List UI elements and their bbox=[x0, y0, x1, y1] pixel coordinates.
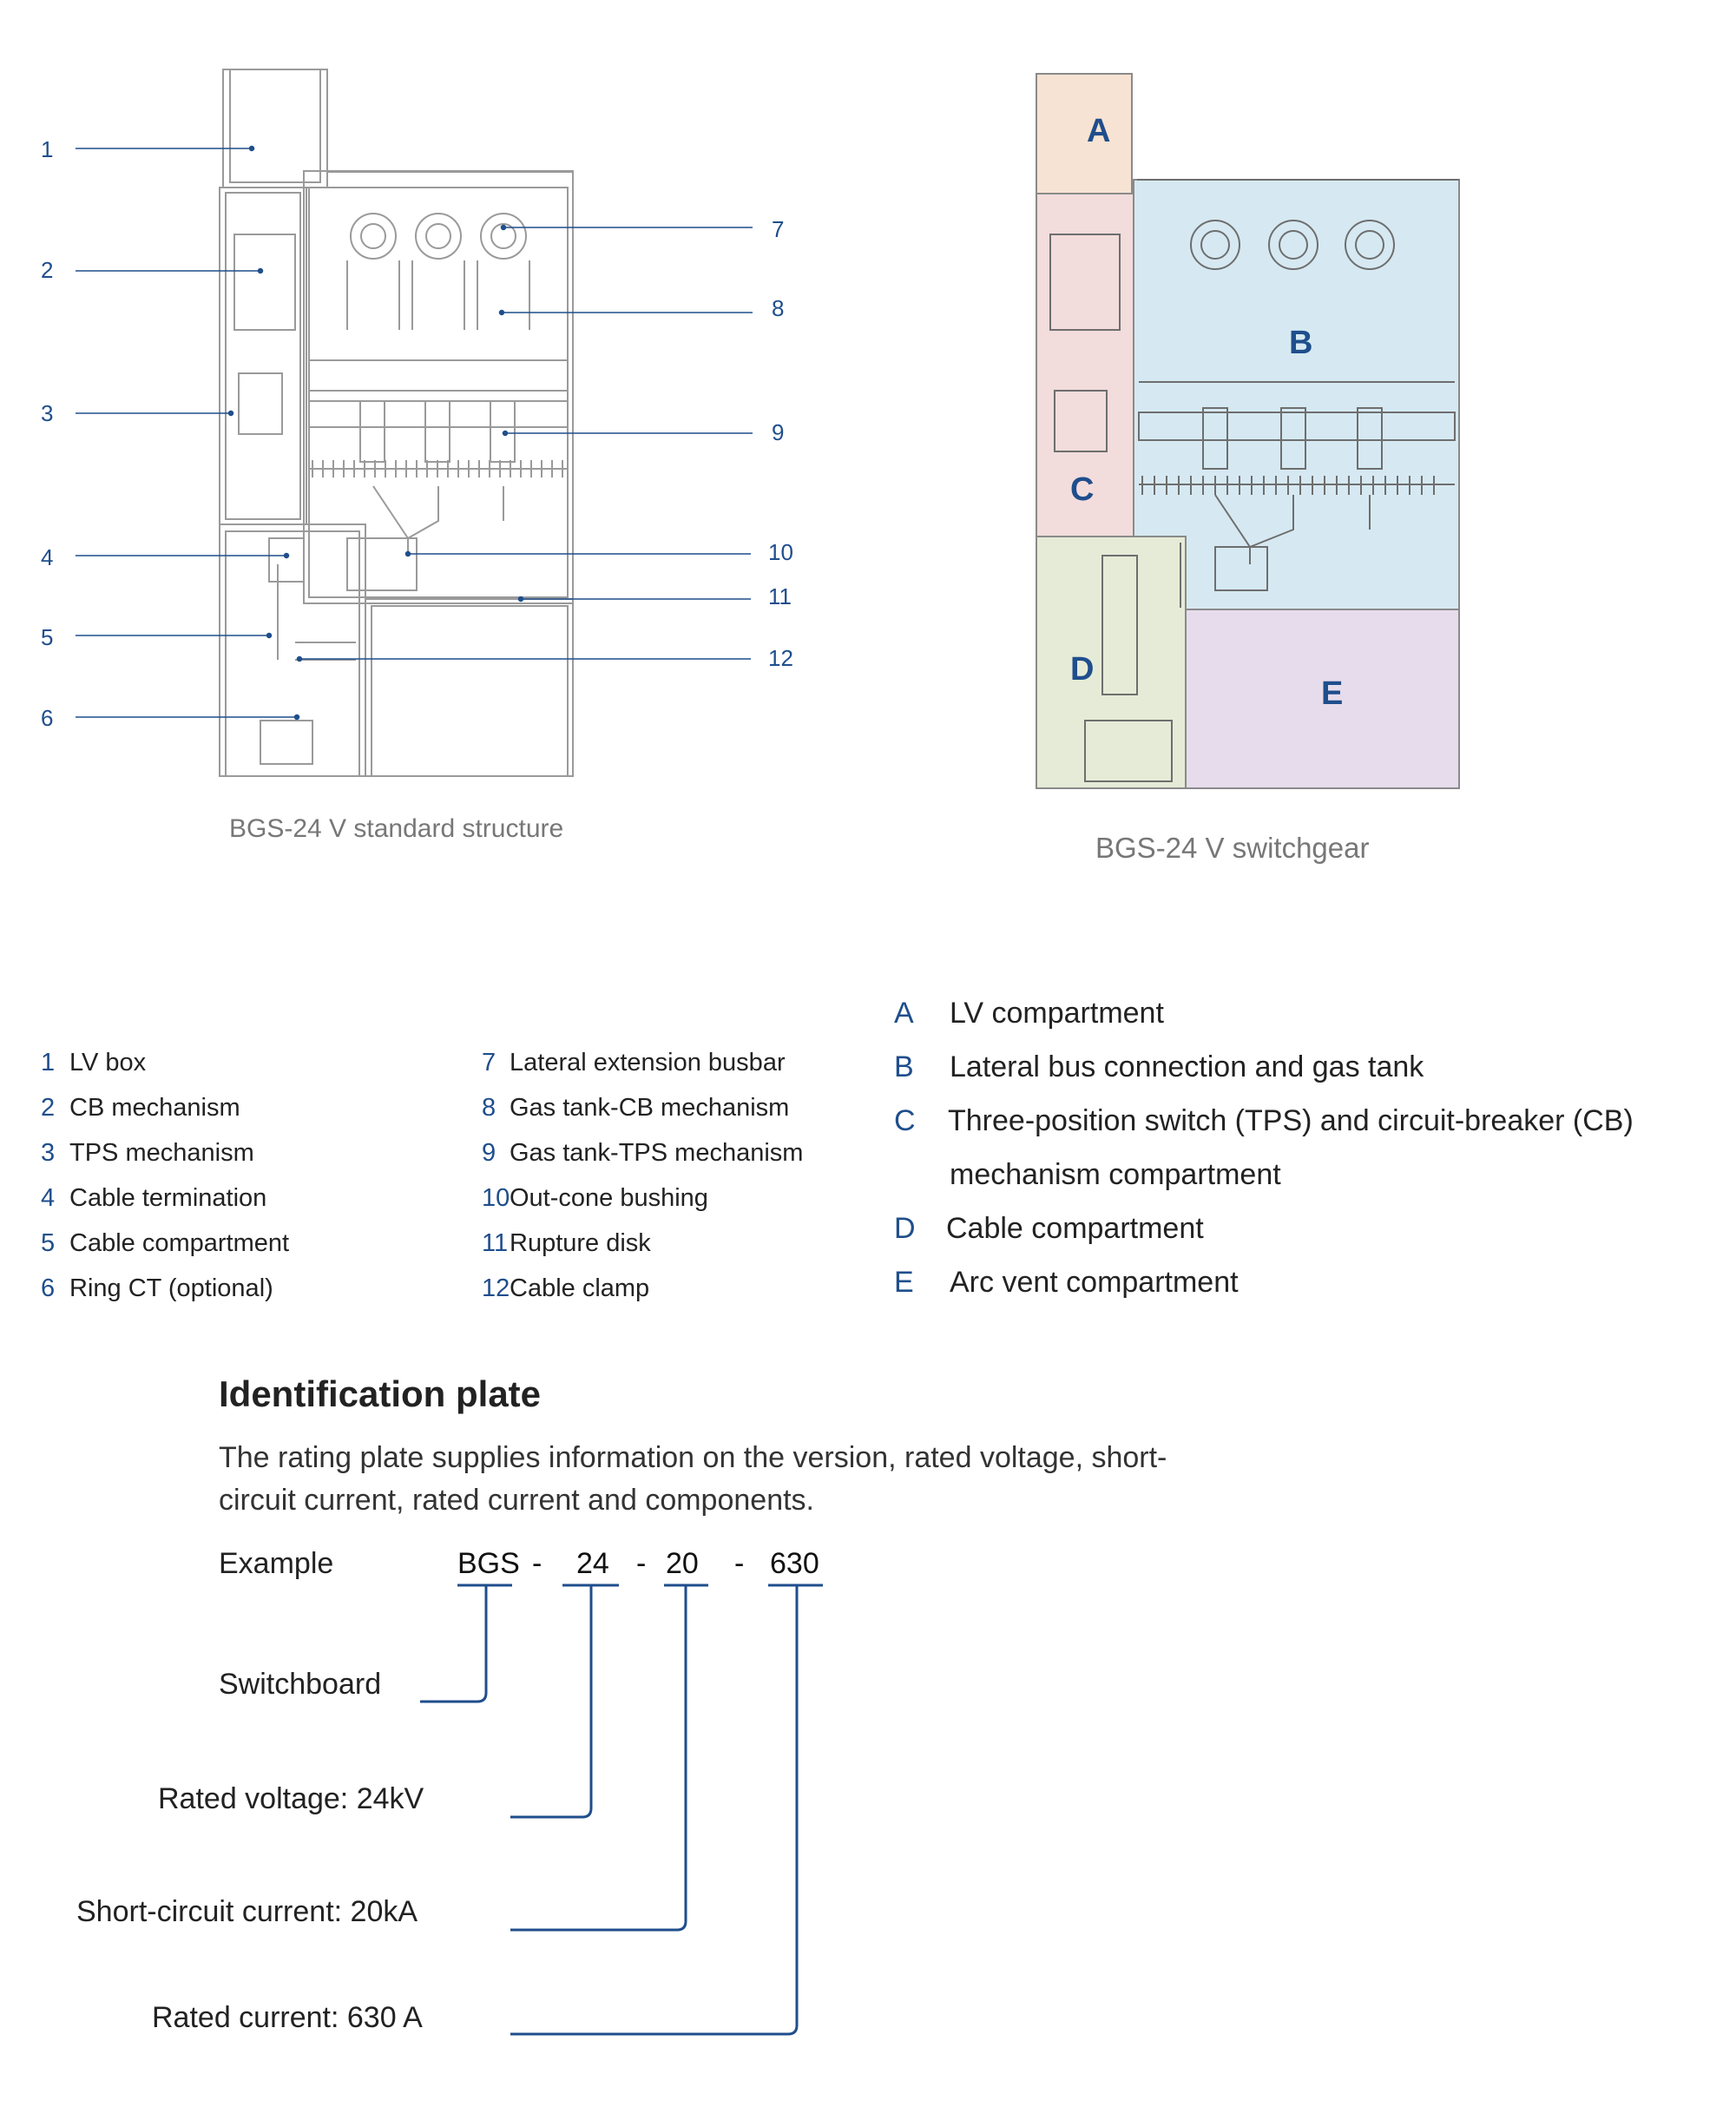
code-part-model: BGS bbox=[457, 1547, 520, 1580]
zone-label-c: C bbox=[1070, 471, 1095, 508]
switchgear-caption: BGS-24 V switchgear bbox=[1095, 832, 1370, 864]
code-part-short-circuit: 20 bbox=[666, 1547, 699, 1580]
compartment-text: LV compartment bbox=[950, 997, 1164, 1030]
legend-text: Cable compartment bbox=[69, 1229, 290, 1257]
legend-num: 5 bbox=[41, 1229, 56, 1257]
standard-structure-caption: BGS-24 V standard structure bbox=[229, 814, 564, 843]
legend-item: 9 Gas tank-TPS mechanism bbox=[482, 1141, 803, 1166]
callout-3: 3 bbox=[41, 400, 54, 426]
legend-num: 10 bbox=[482, 1184, 510, 1212]
legend-item: 7 Lateral extension busbar bbox=[482, 1050, 786, 1076]
legend-item: 11Rupture disk bbox=[482, 1231, 651, 1256]
switchboard-label: Switchboard bbox=[219, 1668, 382, 1701]
compartment-key: D bbox=[894, 1212, 916, 1245]
legend-num: 4 bbox=[41, 1184, 56, 1212]
legend-item: 6 Ring CT (optional) bbox=[41, 1276, 273, 1301]
identification-description: The rating plate supplies information on… bbox=[219, 1441, 1167, 1517]
legend-text: Ring CT (optional) bbox=[69, 1274, 273, 1302]
compartment-zone-a bbox=[1036, 73, 1133, 196]
legend-text: Out-cone bushing bbox=[510, 1184, 708, 1212]
legend-num: 8 bbox=[482, 1094, 496, 1122]
code-part-voltage: 24 bbox=[576, 1547, 609, 1580]
compartment-zone-d bbox=[1036, 536, 1187, 789]
legend-text: Gas tank-TPS mechanism bbox=[510, 1139, 804, 1167]
identification-title: Identification plate bbox=[219, 1373, 542, 1414]
compartment-key: E bbox=[894, 1266, 914, 1299]
legend-num: 9 bbox=[482, 1139, 496, 1167]
legend-text: Lateral extension busbar bbox=[510, 1049, 786, 1077]
zone-label-d: D bbox=[1070, 651, 1095, 688]
compartment-text: Arc vent compartment bbox=[950, 1266, 1239, 1299]
code-separator: - bbox=[734, 1547, 745, 1580]
standard-structure-diagram: 1 2 3 4 5 6 7 8 9 10 11 12 BGS-24 V stan… bbox=[0, 0, 868, 868]
legend-item: 8 Gas tank-CB mechanism bbox=[482, 1096, 789, 1121]
compartment-text: Lateral bus connection and gas tank bbox=[950, 1050, 1424, 1083]
callout-leaders bbox=[76, 145, 753, 721]
example-label: Example bbox=[219, 1547, 334, 1580]
callout-1: 1 bbox=[41, 136, 54, 162]
compartment-zone-e bbox=[1185, 609, 1460, 789]
legend-item: 1 LV box bbox=[41, 1050, 146, 1076]
zone-label-b: B bbox=[1289, 325, 1313, 361]
legend-item: 2 CB mechanism bbox=[41, 1096, 240, 1121]
compartment-text: Three-position switch (TPS) and circuit-… bbox=[948, 1104, 1634, 1137]
legend-text: Cable clamp bbox=[510, 1274, 650, 1302]
legend-item: 4 Cable termination bbox=[41, 1186, 266, 1211]
rated-current-label: Rated current: 630 A bbox=[152, 2001, 423, 2034]
compartment-text: Cable compartment bbox=[946, 1212, 1204, 1245]
callout-6: 6 bbox=[41, 705, 54, 731]
zone-label-a: A bbox=[1087, 113, 1111, 149]
rated-voltage-label: Rated voltage: 24kV bbox=[158, 1782, 424, 1815]
switchgear-diagram: A B C D E BGS-24 V switchgear bbox=[868, 0, 1736, 868]
compartment-legend: A LV compartment B Lateral bus connection … bbox=[894, 998, 1727, 1311]
callout-5: 5 bbox=[41, 624, 54, 650]
legend-text: Rupture disk bbox=[510, 1229, 651, 1257]
legend-text: Gas tank-CB mechanism bbox=[510, 1094, 790, 1122]
compartment-key: B bbox=[894, 1050, 914, 1083]
standard-structure-drawing bbox=[219, 69, 574, 777]
compartment-key: C bbox=[894, 1104, 916, 1137]
legend-text: Cable termination bbox=[69, 1184, 267, 1212]
compartment-zone-c bbox=[1036, 193, 1134, 537]
callout-9: 9 bbox=[772, 419, 785, 445]
legend-num: 1 bbox=[41, 1049, 56, 1077]
callout-12: 12 bbox=[768, 645, 793, 671]
callout-2: 2 bbox=[41, 257, 54, 283]
callout-8: 8 bbox=[772, 295, 785, 321]
legend-item: 3 TPS mechanism bbox=[41, 1141, 254, 1166]
legend-item: 10Out-cone bushing bbox=[482, 1186, 708, 1211]
legend-num: 7 bbox=[482, 1049, 496, 1077]
legend-text: CB mechanism bbox=[69, 1094, 240, 1122]
switchgear-drawing bbox=[1036, 73, 1460, 789]
legend-num: 2 bbox=[41, 1094, 56, 1122]
code-separator: - bbox=[532, 1547, 542, 1580]
callout-11: 11 bbox=[768, 583, 792, 609]
code-part-current: 630 bbox=[770, 1547, 819, 1580]
legend-num: 11 bbox=[482, 1229, 509, 1257]
legend-item: 12Cable clamp bbox=[482, 1276, 649, 1301]
compartment-key: A bbox=[894, 997, 914, 1030]
legend-text: TPS mechanism bbox=[69, 1139, 254, 1167]
callout-7: 7 bbox=[772, 216, 785, 242]
legend-num: 6 bbox=[41, 1274, 56, 1302]
zone-label-e: E bbox=[1321, 675, 1344, 712]
legend-text: LV box bbox=[69, 1049, 147, 1077]
legend-num: 3 bbox=[41, 1139, 56, 1167]
callout-4: 4 bbox=[41, 544, 54, 570]
legend-item: 5 Cable compartment bbox=[41, 1231, 289, 1256]
code-separator: - bbox=[636, 1547, 647, 1580]
callout-10: 10 bbox=[768, 539, 793, 565]
short-circuit-label: Short-circuit current: 20kA bbox=[76, 1895, 418, 1928]
legend-num: 12 bbox=[482, 1274, 510, 1302]
compartment-text: mechanism compartment bbox=[950, 1158, 1281, 1191]
